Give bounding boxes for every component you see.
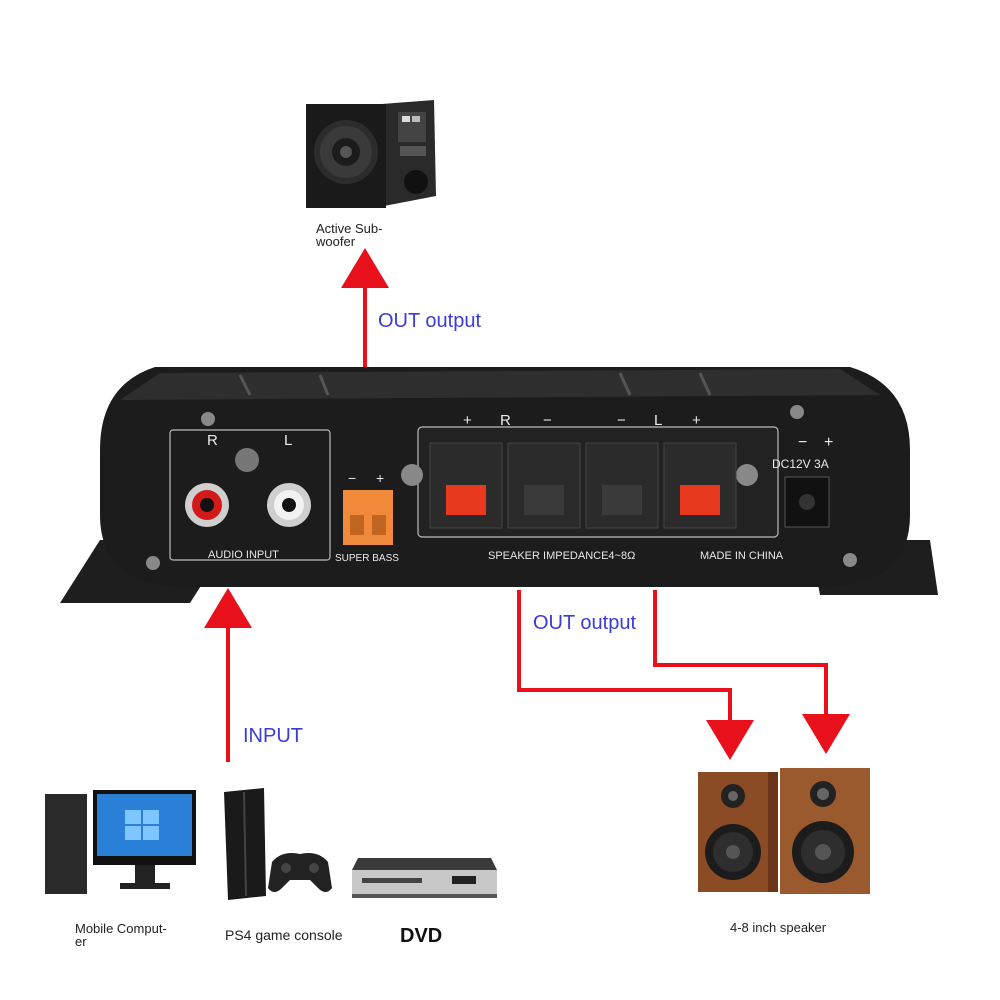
label-input: INPUT: [243, 725, 303, 747]
bass-plus-label: +: [376, 470, 384, 486]
dvd-image: [352, 858, 497, 898]
dvd-label: DVD: [400, 925, 443, 947]
speakers-label: 4-8 inch speaker: [730, 920, 827, 935]
spk-minus-l: −: [617, 412, 626, 429]
label-out-top: OUT output: [378, 310, 482, 332]
spk-r: R: [500, 412, 511, 429]
dc-minus: −: [798, 434, 807, 451]
label-out-bottom: OUT output: [533, 612, 637, 634]
input-screw: [235, 448, 259, 472]
input-r-label: R: [207, 432, 218, 449]
ps4-image: [224, 788, 332, 900]
input-l-label: L: [284, 432, 292, 449]
amplifier-panel: R L AUDIO INPUT − + SUPER BASS + R − − L…: [60, 367, 938, 603]
impedance-label: SPEAKER IMPEDANCE4~8Ω: [488, 550, 635, 562]
ps4-label: PS4 game console: [225, 927, 343, 943]
dc-rating: DC12V 3A: [772, 457, 829, 471]
spk-plus-l: +: [692, 412, 701, 429]
computer-label: Mobile Comput- er: [75, 922, 167, 948]
spk-screw-right: [736, 464, 758, 486]
computer-label-line2: er: [75, 934, 87, 949]
spk-plus-r: +: [463, 412, 472, 429]
speaker-terminals: [429, 442, 737, 529]
super-bass-label: SUPER BASS: [335, 553, 399, 564]
spk-minus-r: −: [543, 412, 552, 429]
spk-screw-left: [401, 464, 423, 486]
arrow-to-speaker-left: [517, 590, 754, 760]
computer-image: [45, 790, 196, 894]
audio-input-label: AUDIO INPUT: [208, 549, 279, 561]
computer-label-line1: Mobile Comput-: [75, 921, 167, 936]
made-in-label: MADE IN CHINA: [700, 550, 784, 562]
dc-plus: +: [824, 434, 833, 451]
subwoofer-label-line1: Active Sub-: [316, 221, 383, 236]
subwoofer-label: Active Sub- woofer: [316, 222, 382, 248]
subwoofer-label-line2: woofer: [316, 234, 356, 249]
screw-br: [843, 553, 857, 567]
arrow-to-speaker-right: [653, 590, 850, 754]
speakers-image: [698, 768, 870, 894]
bass-minus-label: −: [348, 470, 356, 486]
screw-bl: [146, 556, 160, 570]
screw-tr: [790, 405, 804, 419]
spk-l: L: [654, 412, 662, 429]
subwoofer-image: [300, 96, 440, 216]
screw-tl: [201, 412, 215, 426]
